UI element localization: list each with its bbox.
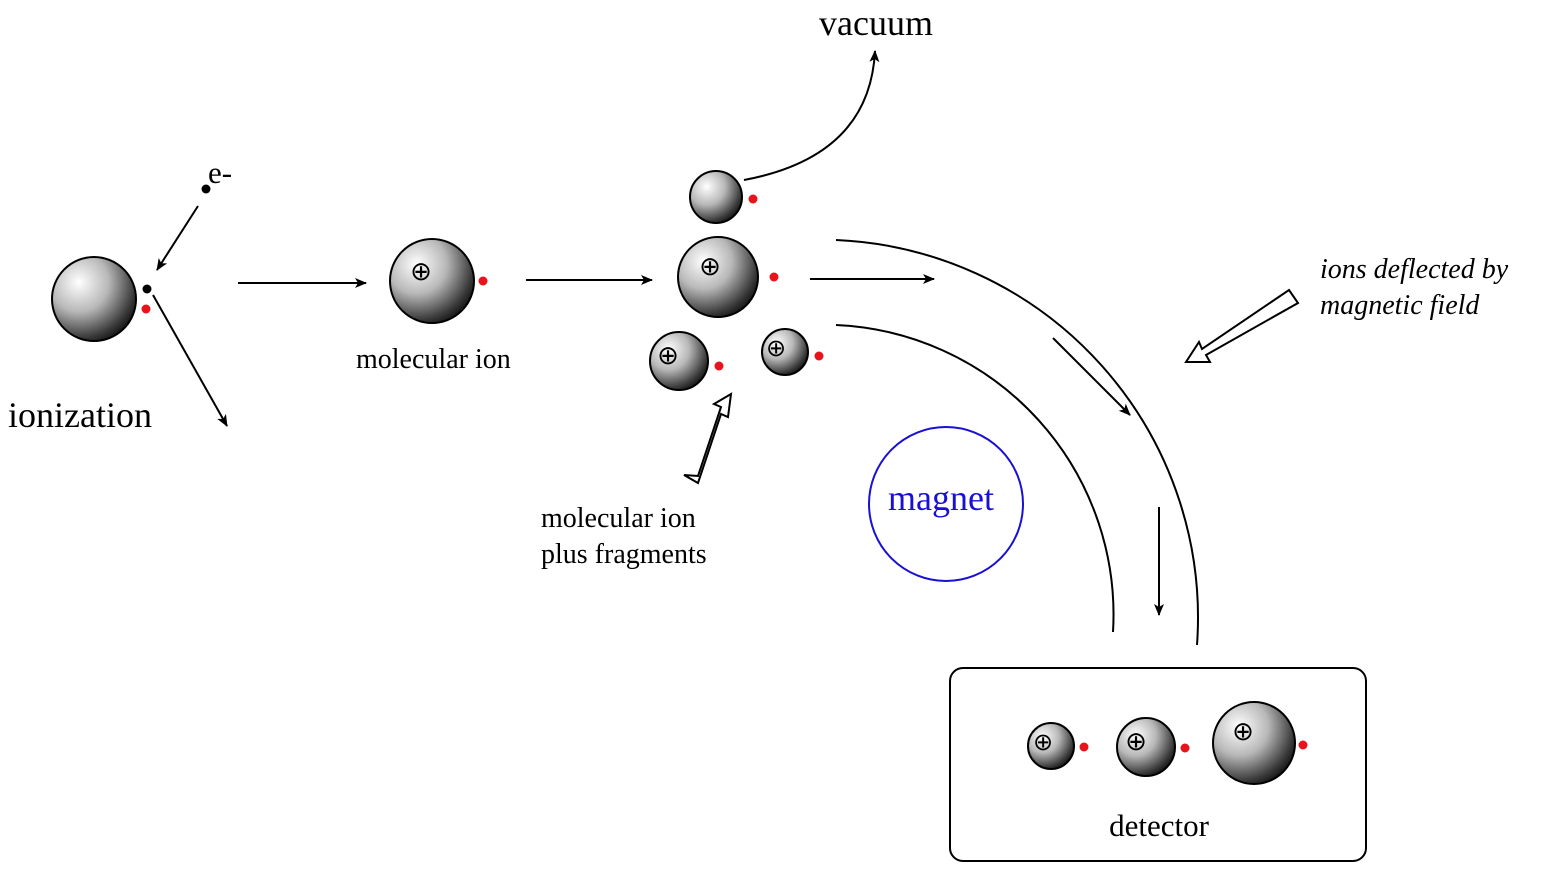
- incoming-electron-dot: [201, 184, 211, 194]
- neutral-molecule-sphere: [51, 256, 137, 342]
- neutral-fragment-sphere: [689, 170, 743, 224]
- deflection-hollow-arrow: [1184, 288, 1300, 363]
- ionization-label: ionization: [8, 395, 152, 435]
- radical-dot: [478, 276, 488, 286]
- positive-charge-icon: ⊕: [1033, 728, 1053, 756]
- radical-dot: [769, 272, 779, 282]
- fragmentation-stage: vacuum ⊕ ⊕ ⊕ molecular ion plus fragment…: [541, 3, 933, 570]
- molecular-ion-sphere: [389, 238, 475, 324]
- radical-dot: [714, 361, 724, 371]
- electron-label: e-: [208, 155, 232, 190]
- deflected-label-line1: ions deflected by: [1320, 254, 1509, 285]
- molecular-ion-sphere: [677, 236, 759, 318]
- deflected-label-line2: magnetic field: [1320, 290, 1480, 321]
- radical-dot: [1180, 743, 1190, 753]
- outgoing-electron-arrow: [152, 294, 228, 427]
- vacuum-label: vacuum: [819, 3, 933, 43]
- detector-label: detector: [1109, 808, 1210, 843]
- positive-charge-icon: ⊕: [766, 334, 786, 362]
- fragment-ion-sphere: [649, 331, 709, 391]
- positive-charge-icon: ⊕: [657, 341, 679, 371]
- fragment-ion-sphere: [1027, 722, 1075, 770]
- flight-tube-inner-wall: [835, 324, 1115, 633]
- molecular-ion-label: molecular ion: [356, 344, 511, 375]
- detector-stage: ⊕ ⊕ ⊕ detector: [949, 667, 1367, 862]
- fragments-label-line1: molecular ion: [541, 503, 696, 534]
- radical-dot: [814, 351, 824, 361]
- radical-dot: [141, 304, 151, 314]
- radical-dot: [748, 194, 758, 204]
- radical-dot: [1298, 740, 1308, 750]
- positive-charge-icon: ⊕: [1125, 727, 1147, 757]
- fragment-ion-sphere: [1116, 717, 1176, 777]
- radical-dot: [1079, 742, 1089, 752]
- magnet-circle: [868, 426, 1024, 582]
- fragment-ion-sphere: [761, 328, 809, 376]
- ionization-stage: e- ionization: [8, 155, 232, 435]
- fragments-hollow-arrow: [683, 392, 733, 485]
- flight-tube-outer-wall: [835, 239, 1199, 646]
- fragments-label-line2: plus fragments: [541, 539, 707, 570]
- positive-charge-icon: ⊕: [1232, 717, 1254, 747]
- molecular-ion-sphere: [1212, 701, 1296, 785]
- deflection-arrow-1: [1052, 337, 1131, 416]
- electron-dot: [142, 284, 152, 294]
- positive-charge-icon: ⊕: [699, 252, 721, 282]
- vacuum-arrow: [743, 50, 880, 181]
- incoming-electron-arrow: [156, 205, 199, 271]
- magnetic-deflection-stage: magnet ions deflected by magnetic field: [835, 239, 1509, 646]
- positive-charge-icon: ⊕: [410, 257, 432, 287]
- magnet-label: magnet: [888, 478, 994, 518]
- molecular-ion-stage: ⊕ molecular ion: [356, 238, 511, 375]
